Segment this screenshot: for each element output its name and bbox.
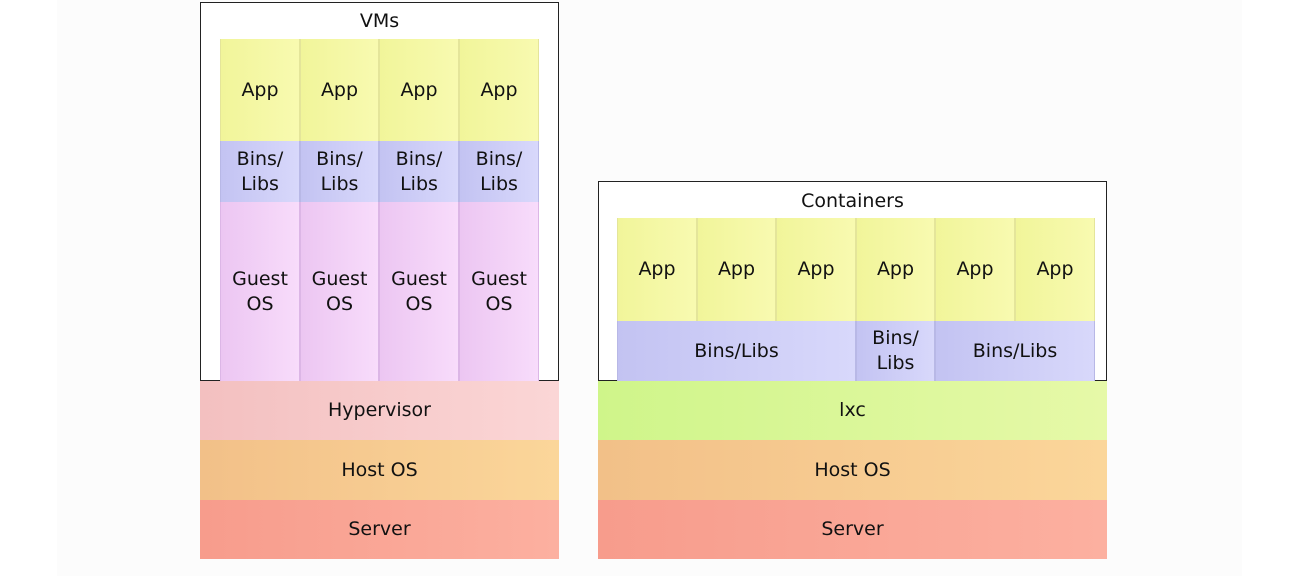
container-server-layer: Server [598, 500, 1107, 559]
vm-guest-os-2: Guest OS [300, 202, 379, 381]
vm-hypervisor-layer: Hypervisor [200, 381, 559, 440]
vm-bins-libs-3: Bins/ Libs [379, 141, 459, 202]
vm-app-2: App [300, 39, 379, 141]
container-lxc-layer: lxc [598, 381, 1107, 440]
vm-bins-libs-2: Bins/ Libs [300, 141, 379, 202]
vm-bins-libs-1: Bins/ Libs [220, 141, 300, 202]
container-host-os-layer: Host OS [598, 440, 1107, 500]
container-app-1: App [617, 218, 697, 321]
container-bins-libs-shared-right: Bins/Libs [935, 321, 1095, 381]
vm-guest-os-3: Guest OS [379, 202, 459, 381]
container-bins-libs-middle: Bins/ Libs [856, 321, 935, 381]
vm-host-os-layer: Host OS [200, 440, 559, 500]
container-app-3: App [776, 218, 856, 321]
vm-app-1: App [220, 39, 300, 141]
vm-guest-os-1: Guest OS [220, 202, 300, 381]
containers-title: Containers [801, 190, 904, 212]
vm-server-layer: Server [200, 500, 559, 559]
vms-title: VMs [359, 10, 400, 32]
container-app-2: App [697, 218, 776, 321]
container-app-6: App [1015, 218, 1095, 321]
vm-guest-os-4: Guest OS [459, 202, 539, 381]
vm-app-3: App [379, 39, 459, 141]
vm-app-4: App [459, 39, 539, 141]
container-bins-libs-shared-left: Bins/Libs [617, 321, 856, 381]
container-app-5: App [935, 218, 1015, 321]
vm-bins-libs-4: Bins/ Libs [459, 141, 539, 202]
container-app-4: App [856, 218, 935, 321]
